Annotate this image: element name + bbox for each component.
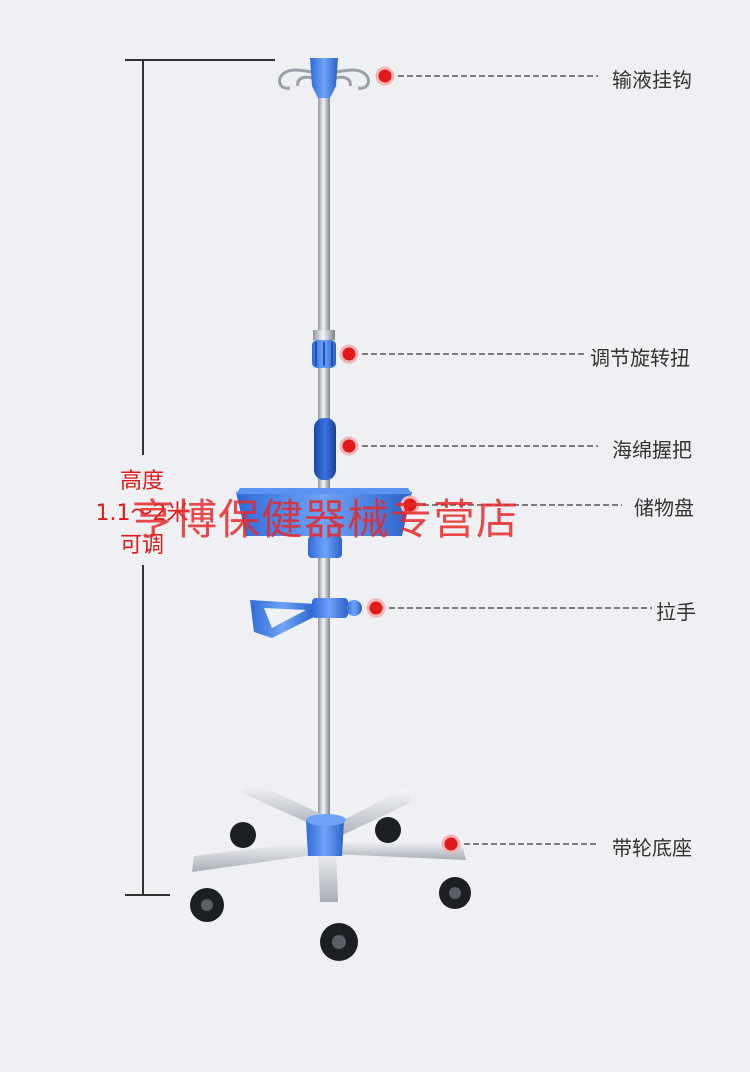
label-pull-handle: 拉手 [656,600,696,624]
callout-base [441,834,598,854]
wheeled-base [190,782,471,961]
sponge-grip [314,418,336,480]
callout-tray [400,495,622,515]
hook-cap [310,58,338,98]
pull-handle [250,598,362,638]
adjust-knob [312,330,336,368]
height-note-line1: 高度 [119,469,164,494]
label-adjust-knob: 调节旋转扭 [590,346,690,370]
height-note: 高度 1.1～2米 可调 [82,466,202,562]
label-sponge-grip: 海绵握把 [612,438,692,462]
store-watermark: 亨博保健器械专营店 [132,495,520,544]
callout-hook [375,66,598,86]
callout-knob [339,344,585,364]
height-note-line3: 可调 [119,533,164,558]
callout-grip [339,436,598,456]
label-storage-tray: 储物盘 [634,496,694,520]
callout-handle [366,598,652,618]
label-wheeled-base: 带轮底座 [612,836,692,860]
storage-tray [236,488,412,558]
height-dimension-line [125,59,275,896]
height-note-line2: 1.1～2米 [95,501,189,526]
label-iv-hook: 输液挂钩 [612,68,692,92]
iv-hook [278,68,370,90]
